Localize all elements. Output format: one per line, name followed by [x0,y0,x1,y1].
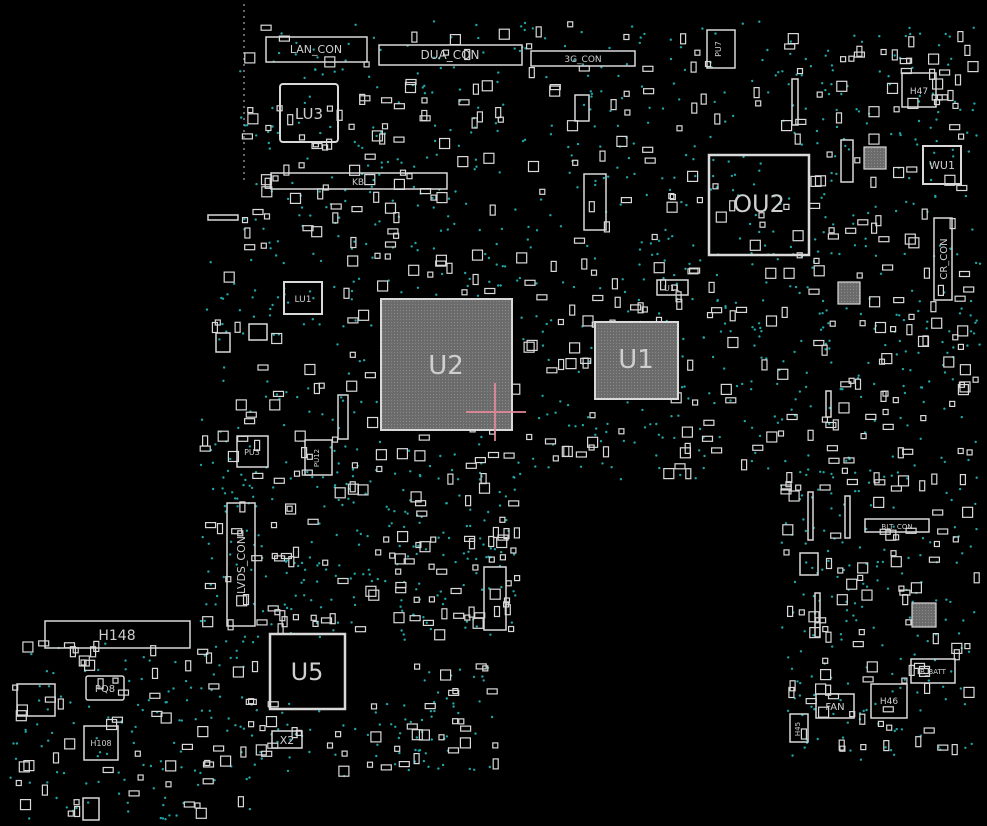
pu7-label: PU7 [714,41,723,57]
u11-label: U11 [664,284,680,293]
h47-label: H47 [910,87,928,97]
h148-label: H148 [98,628,135,644]
pu12-label: PU12 [313,449,321,467]
wu1-label: WU1 [929,159,955,172]
b-batt-label: B_BATT [920,668,947,676]
lvds-con-connector[interactable]: LVDS_CON [226,502,256,627]
b-batt-connector[interactable]: B_BATT [910,658,956,684]
u1-chip[interactable]: U1 [594,321,679,400]
dua-con-label: DUA_CON [420,48,479,62]
small-ic-packages [837,146,937,628]
pu12-component[interactable]: PU12 [304,439,333,476]
h45-component[interactable]: H45 [789,713,809,743]
pu3-component[interactable]: PU3 [236,435,269,468]
via-dots [9,4,982,821]
ou2-chip[interactable]: OU2 [707,153,811,257]
pq8-component[interactable]: PQ8 [85,675,125,701]
h45-label: H45 [794,722,802,736]
wu1-component[interactable]: WU1 [922,145,962,185]
u2-label: U2 [428,351,464,381]
misc-outline-parts [16,78,854,821]
h108-label: H108 [90,739,111,748]
passive-pads [12,21,980,819]
blt-con-connector[interactable]: BLT_CON [864,518,930,533]
blt-con-label: BLT_CON [881,523,912,531]
lan-con-connector[interactable]: LAN_CON [265,36,368,63]
3g-con-connector[interactable]: 3G_CON [530,50,636,67]
dua-con-connector[interactable]: DUA_CON [378,44,523,66]
3g-con-label: 3G_CON [564,55,601,65]
h46-component[interactable]: H46 [870,683,908,719]
kb-label: KB [352,178,364,188]
h47-component[interactable]: H47 [901,72,937,108]
h46-label: H46 [880,697,898,707]
u2-chip[interactable]: U2 [380,298,513,431]
lu1-component[interactable]: LU1 [283,281,323,315]
lan-con-label: LAN_CON [290,43,342,56]
lu3-component[interactable]: LU3 [279,83,339,143]
u5-label: U5 [291,658,324,686]
u11-component[interactable]: U11 [656,279,689,296]
pq8-label: PQ8 [95,684,115,695]
cr-con-label: CR_CON [939,238,950,279]
pu7-component[interactable]: PU7 [706,29,736,69]
fan-label: FAN [825,702,844,713]
h108-component[interactable]: H108 [83,725,119,761]
fan-connector[interactable]: FAN [815,693,855,719]
kb-connector[interactable]: KB [270,172,448,190]
lu1-label: LU1 [295,295,312,305]
x2-label: X2 [280,734,295,747]
u5-chip[interactable]: U5 [268,632,347,711]
lu3-label: LU3 [295,105,323,123]
pu3-label: PU3 [244,448,260,457]
h148-connector[interactable]: H148 [44,620,191,649]
x2-crystal[interactable]: X2 [271,730,303,749]
cr-con-connector[interactable]: CR_CON [933,217,953,301]
lvds-con-label: LVDS_CON [235,536,248,594]
u1-label: U1 [618,345,654,375]
crosshair-cursor-icon [466,383,526,441]
ou2-label: OU2 [733,190,785,218]
